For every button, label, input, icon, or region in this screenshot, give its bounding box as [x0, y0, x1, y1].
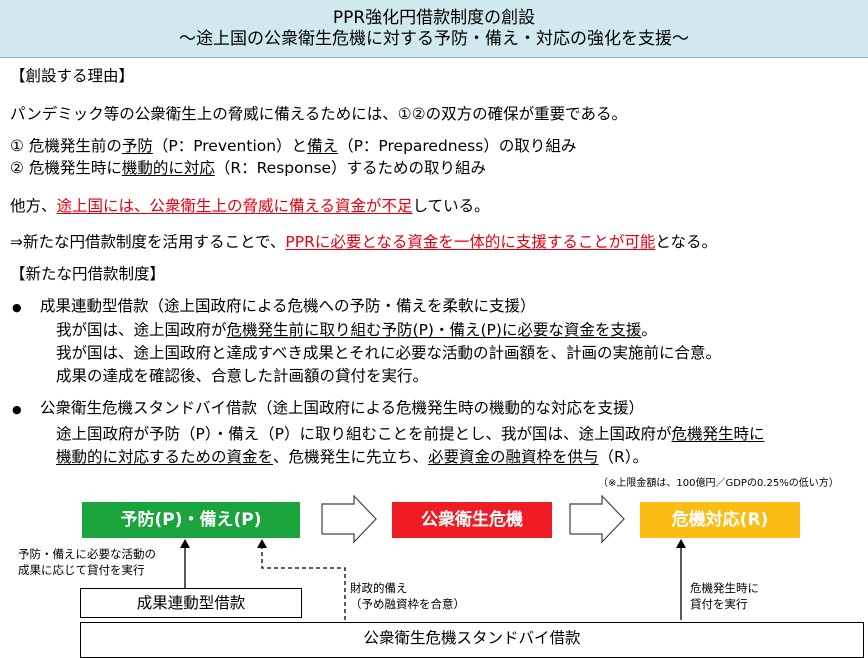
scheme-item-1-line-3: 成果の達成を確認後、合意した計画額の貸付を実行。 [56, 367, 429, 385]
scheme-item-1-line-2: 我が国は、途上国政府と達成すべき成果とそれに必要な活動の計画額を、計画の実施前に… [56, 344, 721, 362]
scheme-item-2-line-2: 機動的に対応するための資金を、危機発生に先立ち、必要資金の融資枠を供与（R）。 [56, 448, 649, 466]
reason-intro: パンデミック等の公衆衛生上の脅威に備えるためには、①②の双方の確保が重要である。 [10, 105, 627, 123]
label-left: 予防・備えに必要な活動の 成果に応じて貸付を実行 [18, 547, 156, 577]
reason-heading: 【創設する理由】 [10, 67, 135, 85]
label-right: 危機発生時に 貸付を実行 [690, 581, 759, 611]
title-line1: PPR強化円借款制度の創設 [332, 8, 536, 28]
scheme-heading: 【新たな円借款制度】 [10, 265, 166, 283]
scheme-item-2-line-1: 途上国政府が予防（P）・備え（P）に取り組むことを前提とし、我が国は、途上国政府… [56, 425, 765, 443]
reason-shortage: 他方、途上国には、公衆衛生上の脅威に備える資金が不足している。 [10, 197, 490, 215]
title-banner: PPR強化円借款制度の創設 〜途上国の公衆衛生危機に対する予防・備え・対応の強化… [0, 0, 868, 58]
reason-conclusion: ⇒新たな円借款制度を活用することで、PPRに必要となる資金を一体的に支援すること… [10, 233, 717, 251]
label-middle: 財政的備え （予め融資枠を合意） [350, 581, 465, 611]
bullet-icon: ● [12, 403, 22, 416]
arrow-right-icon [321, 494, 377, 544]
bullet-icon: ● [12, 301, 22, 314]
scheme-item-2-title: ●公衆衛生危機スタンドバイ借款（途上国政府による危機発生時の機動的な対応を支援） [12, 398, 644, 420]
scheme-item-1-title: ●成果連動型借款（途上国政府による危機への予防・備えを柔軟に支援） [12, 296, 536, 318]
box-standby-loan: 公衆衛生危機スタンドバイ借款 [80, 622, 864, 658]
limit-note: （※上限金額は、100億円／GDPの0.25%の低い方） [598, 478, 839, 489]
title-line2: 〜途上国の公衆衛生危機に対する予防・備え・対応の強化を支援〜 [179, 29, 689, 49]
arrow-up-icon [676, 539, 686, 548]
box-health-crisis: 公衆衛生危機 [392, 502, 552, 538]
box-prevention-preparedness: 予防(P)・備え(P) [82, 502, 300, 538]
box-crisis-response: 危機対応(R) [640, 502, 800, 538]
arrow-right-icon [569, 494, 625, 544]
reason-item-1: ① 危機発生前の予防（P：Prevention）と備え（P：Preparedne… [10, 137, 577, 155]
arrow-up-icon [180, 539, 190, 548]
scheme-item-1-line-1: 我が国は、途上国政府が危機発生前に取り組む予防(P)・備え(P)に必要な資金を支… [56, 321, 657, 339]
reason-item-2: ② 危機発生時に機動的に対応（R：Response）するための取り組み [10, 159, 487, 177]
arrow-up-icon [257, 539, 267, 548]
box-results-based-loan: 成果連動型借款 [80, 588, 302, 618]
